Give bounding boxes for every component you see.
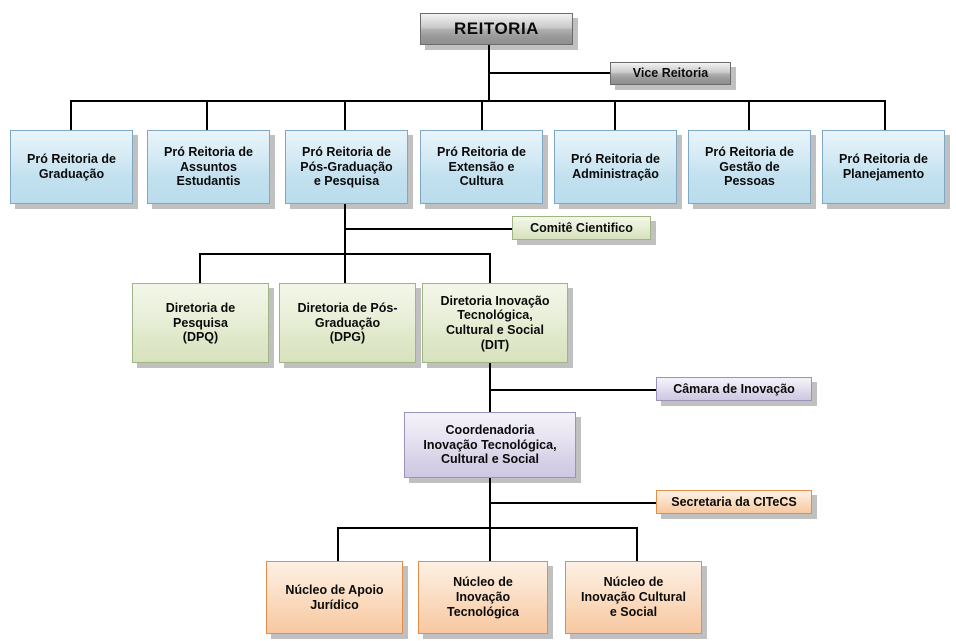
node-reitoria[interactable]: REITORIA: [420, 13, 573, 45]
node-pro-reitoria-graduacao[interactable]: Pró Reitoria de Graduação: [10, 130, 133, 204]
connector-drop-dpg: [344, 253, 346, 285]
connector-drop-5: [614, 100, 616, 130]
connector-drop-dit: [489, 253, 491, 285]
node-coordenadoria-inovacao[interactable]: Coordenadoria Inovação Tecnológica, Cult…: [404, 412, 576, 478]
connector-drop-2: [206, 100, 208, 130]
node-nucleo-apoio-juridico[interactable]: Núcleo de Apoio Jurídico: [266, 561, 403, 634]
connector-camara: [489, 389, 656, 391]
connector-reitoria-vice: [488, 72, 612, 74]
connector-coordenadoria-trunk: [489, 478, 491, 561]
connector-drop-4: [481, 100, 483, 130]
connector-drop-3: [344, 100, 346, 130]
connector-secretaria: [489, 502, 656, 504]
node-pro-reitoria-extensao-cultura[interactable]: Pró Reitoria de Extensão e Cultura: [420, 130, 543, 204]
connector-drop-1: [70, 100, 72, 130]
connector-comite: [344, 228, 512, 230]
connector-drop-nucleo-2: [489, 527, 491, 561]
node-nucleo-inovacao-cultural-social[interactable]: Núcleo de Inovação Cultural e Social: [565, 561, 702, 634]
node-comite-cientifico[interactable]: Comitê Cientifico: [512, 216, 651, 240]
connector-drop-6: [748, 100, 750, 130]
connector-drop-7: [884, 100, 886, 130]
node-camara-inovacao[interactable]: Câmara de Inovação: [656, 377, 812, 401]
connector-dit-coordenadoria: [489, 363, 491, 413]
node-diretoria-inovacao-tecnologica[interactable]: Diretoria Inovação Tecnológica, Cultural…: [422, 283, 568, 363]
connector-posgrad-trunk: [344, 204, 346, 288]
node-pro-reitoria-planejamento[interactable]: Pró Reitoria de Planejamento: [822, 130, 945, 204]
connector-drop-nucleo-3: [636, 527, 638, 561]
connector-drop-nucleo-1: [337, 527, 339, 561]
node-pro-reitoria-gestao-pessoas[interactable]: Pró Reitoria de Gestão de Pessoas: [688, 130, 811, 204]
node-nucleo-inovacao-tecnologica[interactable]: Núcleo de Inovação Tecnológica: [418, 561, 548, 634]
node-secretaria-citecs[interactable]: Secretaria da CITeCS: [656, 490, 812, 514]
node-pro-reitoria-administracao[interactable]: Pró Reitoria de Administração: [554, 130, 677, 204]
connector-nucleos-bus: [337, 527, 638, 529]
node-diretoria-pesquisa[interactable]: Diretoria de Pesquisa (DPQ): [132, 283, 269, 363]
connector-proreitorias-bus: [70, 100, 886, 102]
node-diretoria-pos-graduacao[interactable]: Diretoria de Pós- Graduação (DPG): [279, 283, 416, 363]
node-vice-reitoria[interactable]: Vice Reitoria: [610, 62, 731, 85]
node-pro-reitoria-pos-graduacao-pesquisa[interactable]: Pró Reitoria de Pós-Graduação e Pesquisa: [285, 130, 408, 204]
node-pro-reitoria-assuntos-estudantis[interactable]: Pró Reitoria de Assuntos Estudantis: [147, 130, 270, 204]
connector-drop-dpq: [199, 253, 201, 285]
